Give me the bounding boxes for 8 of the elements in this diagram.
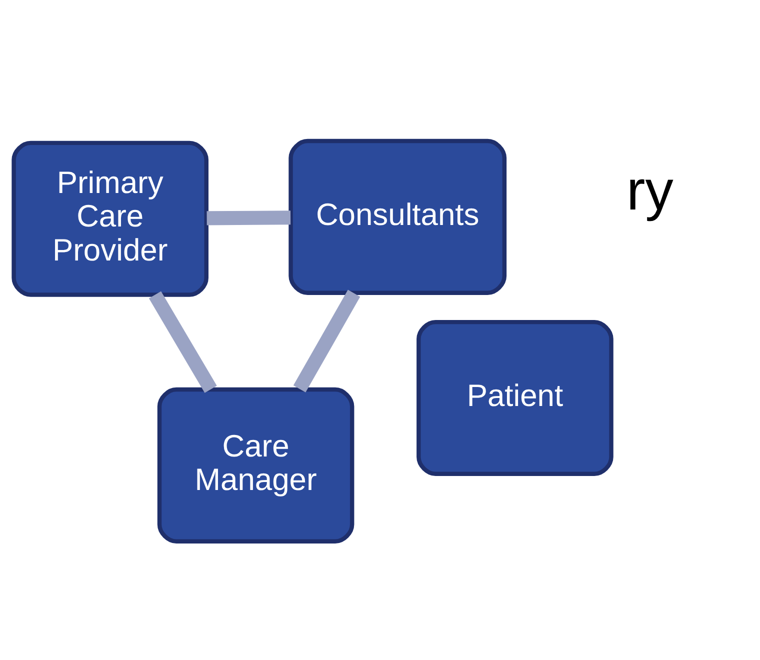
node-box: Primary Care Provider xyxy=(12,140,208,296)
node-box: Consultants xyxy=(288,138,507,294)
connector xyxy=(293,289,360,392)
node-box: Care Manager xyxy=(157,386,354,543)
label: ry xyxy=(626,158,674,222)
node-box: Patient xyxy=(416,319,614,476)
connector xyxy=(148,290,217,392)
connector xyxy=(206,210,291,225)
